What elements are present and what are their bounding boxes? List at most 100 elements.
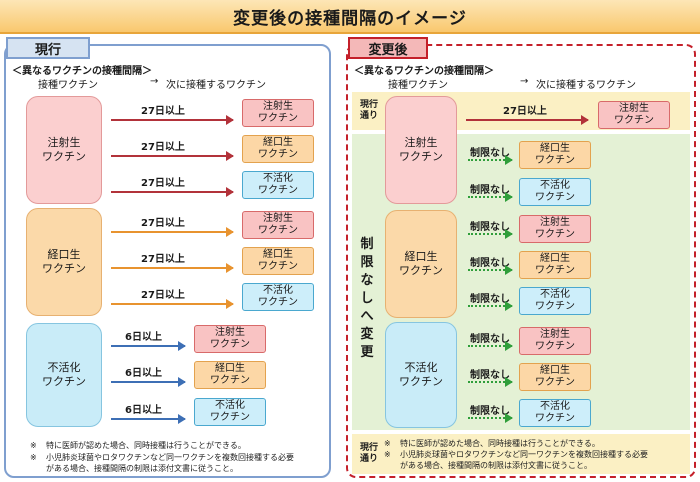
target-label: ワクチン [535, 229, 575, 240]
current-rule-band [352, 434, 690, 474]
target-label: ワクチン [210, 375, 250, 386]
right-subtitle: ＜異なるワクチンの接種間隔＞ [354, 66, 494, 77]
arrow-right-icon [111, 414, 186, 424]
target-vaccine: 注射生ワクチン [598, 101, 670, 129]
arrow-right-icon [466, 115, 589, 125]
page-title: 変更後の接種間隔のイメージ [233, 8, 467, 29]
target-label: ワクチン [535, 341, 575, 352]
target-vaccine: 注射生ワクチン [242, 211, 314, 239]
target-vaccine: 注射生ワクチン [242, 99, 314, 127]
vertical-char: 更 [360, 345, 374, 360]
target-label: 不活化 [540, 401, 570, 412]
interval-label: 27日以上 [141, 254, 185, 265]
arrow-right-icon [111, 227, 234, 237]
target-label: 不活化 [263, 173, 293, 184]
label-line: 現行 [359, 443, 378, 453]
target-label: 注射生 [263, 101, 293, 112]
right-source-inactivated: 不活化ワクチン [385, 322, 457, 428]
target-label: 注射生 [215, 327, 245, 338]
target-label: 不活化 [540, 289, 570, 300]
interval-label: 制限なし [470, 258, 510, 269]
target-label: ワクチン [258, 149, 298, 160]
target-vaccine: 経口生ワクチン [242, 247, 314, 275]
note-mark: ※ [30, 453, 37, 462]
target-label: ワクチン [535, 192, 575, 203]
target-vaccine: 経口生ワクチン [519, 141, 591, 169]
right-source-oral-live: 経口生ワクチン [385, 210, 457, 318]
target-label: ワクチン [535, 155, 575, 166]
target-label: ワクチン [535, 377, 575, 388]
vertical-char: へ [360, 309, 374, 324]
source-label: ワクチン [42, 150, 86, 163]
target-label: 不活化 [215, 400, 245, 411]
target-label: ワクチン [258, 113, 298, 124]
target-label: 経口生 [263, 137, 293, 148]
interval-label: 制限なし [470, 148, 510, 159]
target-vaccine: 不活化ワクチン [519, 287, 591, 315]
label-line: 通り [359, 111, 378, 121]
dotted-arrow-icon [468, 377, 513, 387]
target-label: ワクチン [258, 297, 298, 308]
target-label: 経口生 [215, 363, 245, 374]
target-vaccine: 注射生ワクチン [194, 325, 266, 353]
target-label: ワクチン [614, 115, 654, 126]
interval-label: 制限なし [470, 370, 510, 381]
interval-label: 制限なし [470, 294, 510, 305]
target-label: ワクチン [210, 412, 250, 423]
left-source-oral-live: 経口生ワクチン [26, 208, 102, 316]
interval-label: 制限なし [470, 185, 510, 196]
no-limit-vertical-text: 制 限 な し へ 変 更 [357, 236, 377, 362]
target-label: ワクチン [535, 413, 575, 424]
label-line: 現行 [359, 100, 378, 110]
arrow-right-icon [111, 263, 234, 273]
source-label: 不活化 [47, 361, 81, 374]
arrow-right-icon [111, 299, 234, 309]
note-text: 特に医師が認めた場合、同時接種は行うことができる。 [400, 439, 600, 448]
target-label: ワクチン [258, 185, 298, 196]
target-label: 注射生 [263, 213, 293, 224]
interval-label: 制限なし [470, 406, 510, 417]
target-vaccine: 不活化ワクチン [242, 171, 314, 199]
dotted-arrow-icon [468, 413, 513, 423]
current-rule-label: 現行通り [356, 100, 382, 122]
note-mark: ※ [384, 450, 391, 459]
target-label: ワクチン [258, 261, 298, 272]
dotted-arrow-icon [468, 301, 513, 311]
source-label: 経口生 [47, 248, 81, 261]
interval-label: 27日以上 [141, 178, 185, 189]
interval-label: 27日以上 [503, 106, 547, 117]
interval-label: 制限なし [470, 334, 510, 345]
target-label: 注射生 [540, 217, 570, 228]
interval-label: 27日以上 [141, 142, 185, 153]
dotted-arrow-icon [468, 265, 513, 275]
arrow-right-icon [111, 115, 234, 125]
current-rule-label: 現行通り [356, 443, 382, 465]
source-label: ワクチン [399, 150, 443, 163]
target-vaccine: 経口生ワクチン [242, 135, 314, 163]
target-label: 経口生 [540, 143, 570, 154]
source-label: 不活化 [404, 361, 438, 374]
left-source-inactivated: 不活化ワクチン [26, 323, 102, 427]
source-label: ワクチン [42, 375, 86, 388]
target-label: 不活化 [263, 285, 293, 296]
target-vaccine: 不活化ワクチン [194, 398, 266, 426]
dotted-arrow-icon [468, 341, 513, 351]
note-text: 小児肺炎球菌やロタワクチンなど同一ワクチンを複数回接種する必要 [400, 450, 648, 459]
note-text: 小児肺炎球菌やロタワクチンなど同一ワクチンを複数回接種する必要 [46, 453, 294, 462]
target-vaccine: 注射生ワクチン [519, 215, 591, 243]
arrow-right-icon [111, 377, 186, 387]
interval-label: 27日以上 [141, 218, 185, 229]
right-col-from: 接種ワクチン [388, 80, 448, 91]
left-col-from: 接種ワクチン [38, 80, 98, 91]
target-label: ワクチン [535, 265, 575, 276]
vertical-char: 限 [360, 255, 374, 270]
tab-changed: 変更後 [348, 37, 428, 59]
target-vaccine: 経口生ワクチン [194, 361, 266, 389]
vertical-char: な [360, 273, 374, 288]
interval-label: 27日以上 [141, 290, 185, 301]
target-label: 注射生 [540, 329, 570, 340]
target-label: 注射生 [619, 103, 649, 114]
arrow-right-icon [111, 151, 234, 161]
note-text: がある場合、接種間隔の制限は添付文書に従うこと。 [46, 464, 238, 473]
title-bar: 変更後の接種間隔のイメージ [0, 0, 700, 34]
